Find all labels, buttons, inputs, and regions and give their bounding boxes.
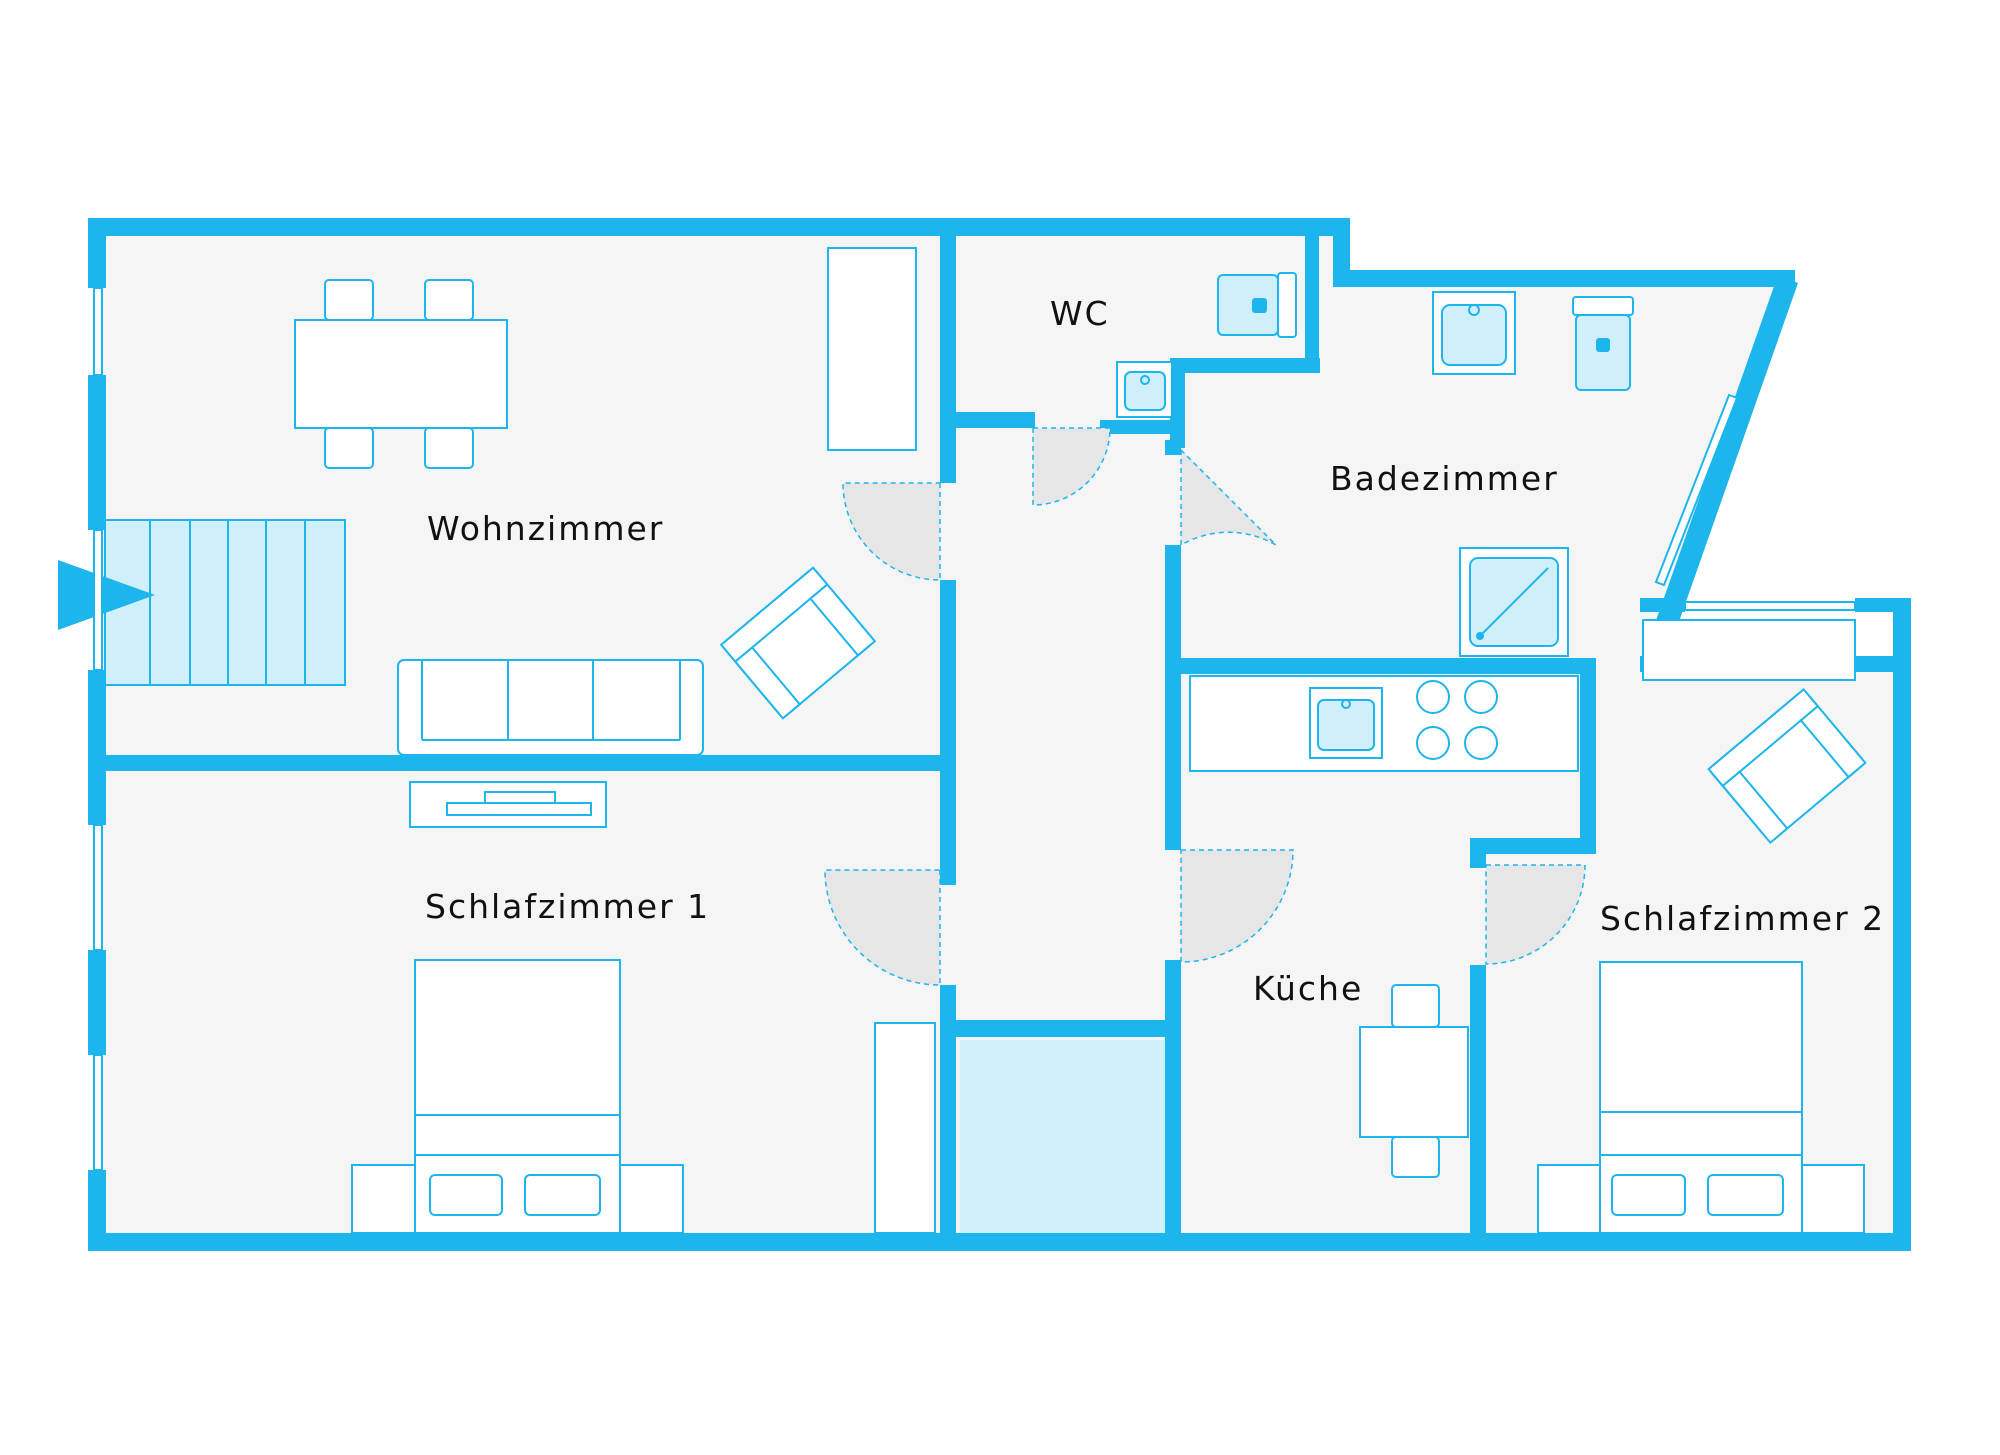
room-label-kueche: Küche <box>1253 969 1363 1008</box>
door-schlafzimmer1 <box>824 869 941 986</box>
armchair-2 <box>1707 687 1867 845</box>
room-label-badezimmer: Badezimmer <box>1330 459 1559 498</box>
storage-room <box>960 1040 1175 1240</box>
room-label-wohnzimmer: Wohnzimmer <box>427 509 664 548</box>
wc-sink <box>1116 361 1173 418</box>
tv-unit <box>409 781 607 828</box>
door-schlafzimmer2 <box>1485 864 1586 965</box>
armchair <box>719 566 877 720</box>
bath-sink <box>1432 291 1516 375</box>
door-kueche <box>1180 849 1294 963</box>
doors <box>824 427 1586 986</box>
dresser <box>1642 619 1856 681</box>
room-label-schlafzimmer1: Schlafzimmer 1 <box>425 887 710 926</box>
entrance-arrow-icon <box>58 560 155 630</box>
double-bed-1 <box>351 959 684 1234</box>
room-label-wc: WC <box>1050 294 1110 333</box>
walls <box>88 218 1911 1251</box>
kitchen-table <box>1359 984 1469 1178</box>
sofa <box>397 659 704 756</box>
door-wohnzimmer <box>842 482 941 581</box>
door-wc <box>1032 427 1111 506</box>
windows <box>93 287 1856 1171</box>
shower <box>1459 547 1569 657</box>
cabinet <box>827 247 917 451</box>
double-bed-2 <box>1537 961 1865 1234</box>
staircase <box>104 519 346 686</box>
door-badezimmer <box>1180 448 1277 547</box>
dining-set <box>294 279 508 469</box>
bath-toilet <box>1572 296 1634 391</box>
wc-toilet <box>1217 272 1297 338</box>
room-label-schlafzimmer2: Schlafzimmer 2 <box>1600 899 1885 938</box>
wardrobe <box>874 1022 936 1234</box>
kitchen-counter <box>1189 675 1579 772</box>
